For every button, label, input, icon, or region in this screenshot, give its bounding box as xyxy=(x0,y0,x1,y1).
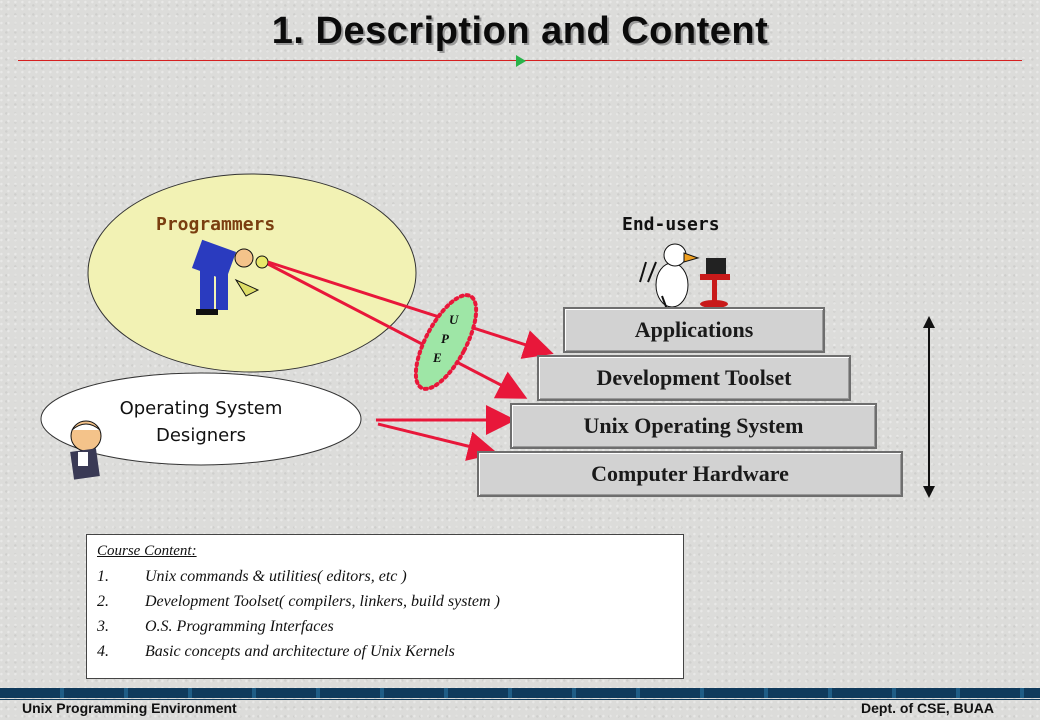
layer-development-toolset: Development Toolset xyxy=(537,355,851,401)
arrow-os-designers-to-hardware xyxy=(377,422,498,461)
list-item: 4. Basic concepts and architecture of Un… xyxy=(97,639,673,664)
play-arrow-icon xyxy=(516,55,526,67)
slide-title: 1. Description and Content xyxy=(271,10,769,52)
list-item: 1. Unix commands & utilities( editors, e… xyxy=(97,564,673,589)
list-item-number: 4. xyxy=(97,643,109,660)
end-users-label: End-users xyxy=(622,214,720,235)
vertical-double-arrow xyxy=(923,316,935,498)
footer-left-text: Unix Programming Environment xyxy=(22,700,237,716)
arrow-programmers-to-applications xyxy=(267,260,554,359)
os-designers-label: Operating System Designers xyxy=(86,395,316,449)
upe-badge xyxy=(413,293,479,391)
course-content-heading: Course Content: xyxy=(97,543,197,559)
layer-applications: Applications xyxy=(563,307,825,353)
list-item-text: Basic concepts and architecture of Unix … xyxy=(145,643,455,660)
list-item-text: Development Toolset( compilers, linkers,… xyxy=(145,593,500,610)
list-item-number: 1. xyxy=(97,568,109,585)
list-item-number: 3. xyxy=(97,618,109,635)
layer-computer-hardware: Computer Hardware xyxy=(477,451,903,497)
list-item-text: Unix commands & utilities( editors, etc … xyxy=(145,568,407,585)
end-user-figure-icon xyxy=(639,243,730,313)
upe-letter-p: P xyxy=(441,331,449,346)
list-item: 2. Development Toolset( compilers, linke… xyxy=(97,589,673,614)
list-item-text: O.S. Programming Interfaces xyxy=(145,618,334,635)
course-content-box: Course Content: 1. Unix commands & utili… xyxy=(86,534,684,679)
footer-divider xyxy=(0,699,1040,700)
os-designers-ellipse xyxy=(40,372,362,466)
layer-unix-operating-system: Unix Operating System xyxy=(510,403,877,449)
programmers-ellipse xyxy=(87,173,417,373)
footer-bar xyxy=(0,688,1040,698)
list-item-number: 2. xyxy=(97,593,109,610)
footer-right-text: Dept. of CSE, BUAA xyxy=(861,700,994,716)
upe-letter-u: U xyxy=(449,312,459,327)
upe-letter-e: E xyxy=(433,350,442,365)
os-designers-label-line2: Designers xyxy=(156,425,246,446)
arrow-programmers-to-dev-toolset xyxy=(267,262,528,399)
programmers-label: Programmers xyxy=(156,214,276,235)
list-item: 3. O.S. Programming Interfaces xyxy=(97,614,673,639)
os-designers-label-line1: Operating System xyxy=(119,398,283,419)
os-designer-figure-icon xyxy=(70,420,102,480)
programmer-figure-icon xyxy=(191,239,269,315)
